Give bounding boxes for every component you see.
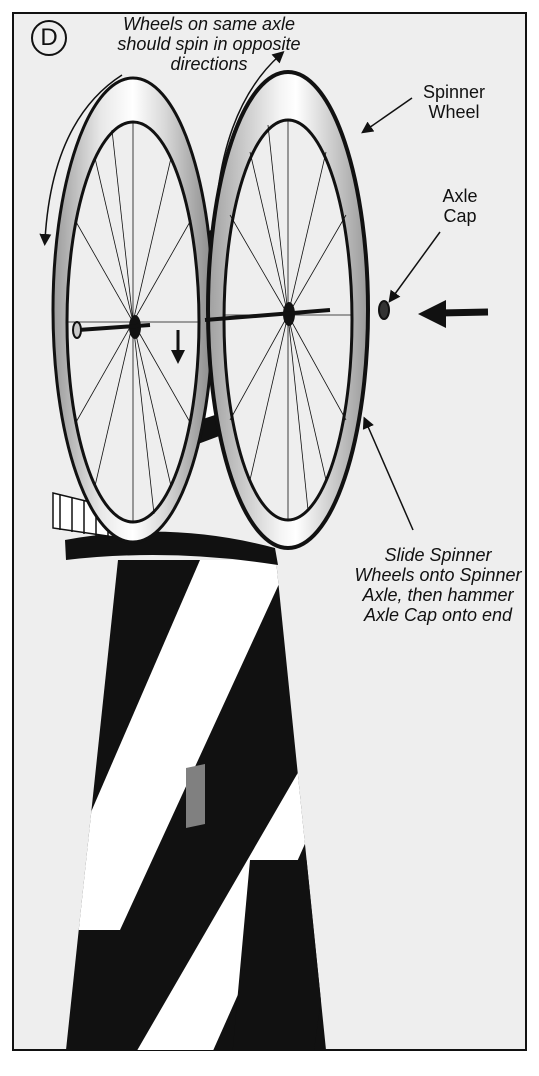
spin-note-line-1: Wheels on same axle [122,14,296,34]
assembly-instruction: Slide Spinner Wheels onto Spinner Axle, … [340,545,536,625]
step-badge: D [31,20,67,56]
rotation-arc-left [39,74,123,246]
spinner-wheel-left [51,76,215,544]
axle-cap-line-1: Axle [442,186,478,206]
rotation-arc-right [217,50,285,191]
insert-arrow [418,300,489,328]
lighthouse-tower [66,560,326,1050]
spokes-left [67,122,199,522]
spin-note-line-2: should spin in opposite [117,34,301,54]
instruction-line-4: Axle Cap onto end [363,605,513,625]
spinner-axle-right [204,308,331,322]
leader-spinner-wheel [361,97,413,134]
leader-instruction [362,416,414,531]
spinner-wheel-label: Spinner Wheel [414,82,494,122]
axle-cap [378,300,390,320]
spinner-wheel-line-2: Wheel [428,102,480,122]
instruction-line-3: Axle, then hammer [362,585,514,605]
instruction-line-1: Slide Spinner [384,545,492,565]
tower-window [186,764,205,828]
spinner-axle-left [72,321,151,339]
spinner-wheel-right [206,70,370,550]
axle-cap-line-2: Cap [443,206,477,226]
spinner-wheel-line-1: Spinner [422,82,486,102]
instruction-line-2: Wheels onto Spinner [354,565,522,585]
leader-axle-cap [388,231,441,303]
spokes-right [224,120,352,520]
spin-direction-note: Wheels on same axle should spin in oppos… [104,14,314,74]
down-arrow [171,330,185,364]
axle-cap-label: Axle Cap [430,186,490,226]
spin-note-line-3: directions [170,54,248,74]
